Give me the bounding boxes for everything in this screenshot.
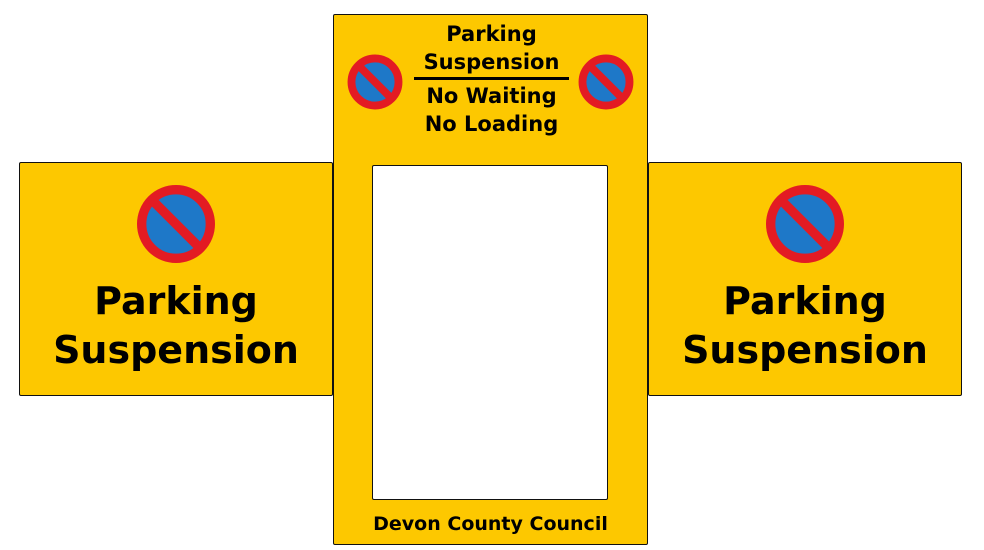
sign-title-line1: Parking: [723, 279, 887, 323]
no-waiting-no-loading-icon: [578, 54, 634, 110]
sign-title: Parking Suspension: [20, 277, 332, 375]
right-parking-suspension-sign: Parking Suspension: [648, 162, 962, 396]
sign-title: Parking Suspension: [649, 277, 961, 375]
no-waiting-no-loading-icon: [137, 185, 215, 263]
blank-notice-window: [372, 165, 608, 500]
council-footer: Devon County Council: [373, 513, 608, 535]
no-waiting-no-loading-icon: [347, 54, 403, 110]
sign-title-line2: Suspension: [53, 328, 299, 372]
sign-header: Parking Suspension No Waiting No Loading: [414, 20, 569, 138]
no-waiting-no-loading-icon: [766, 185, 844, 263]
left-parking-suspension-sign: Parking Suspension: [19, 162, 333, 396]
sign-title-line2: Suspension: [682, 328, 928, 372]
subheader-line2: No Loading: [424, 112, 559, 136]
sign-title-line1: Parking: [94, 279, 258, 323]
header-divider: [414, 77, 569, 80]
center-parking-suspension-sign: Parking Suspension No Waiting No Loading…: [333, 14, 648, 545]
subheader-line1: No Waiting: [426, 84, 557, 108]
header-line2: Suspension: [423, 50, 560, 74]
header-line1: Parking: [446, 22, 537, 46]
